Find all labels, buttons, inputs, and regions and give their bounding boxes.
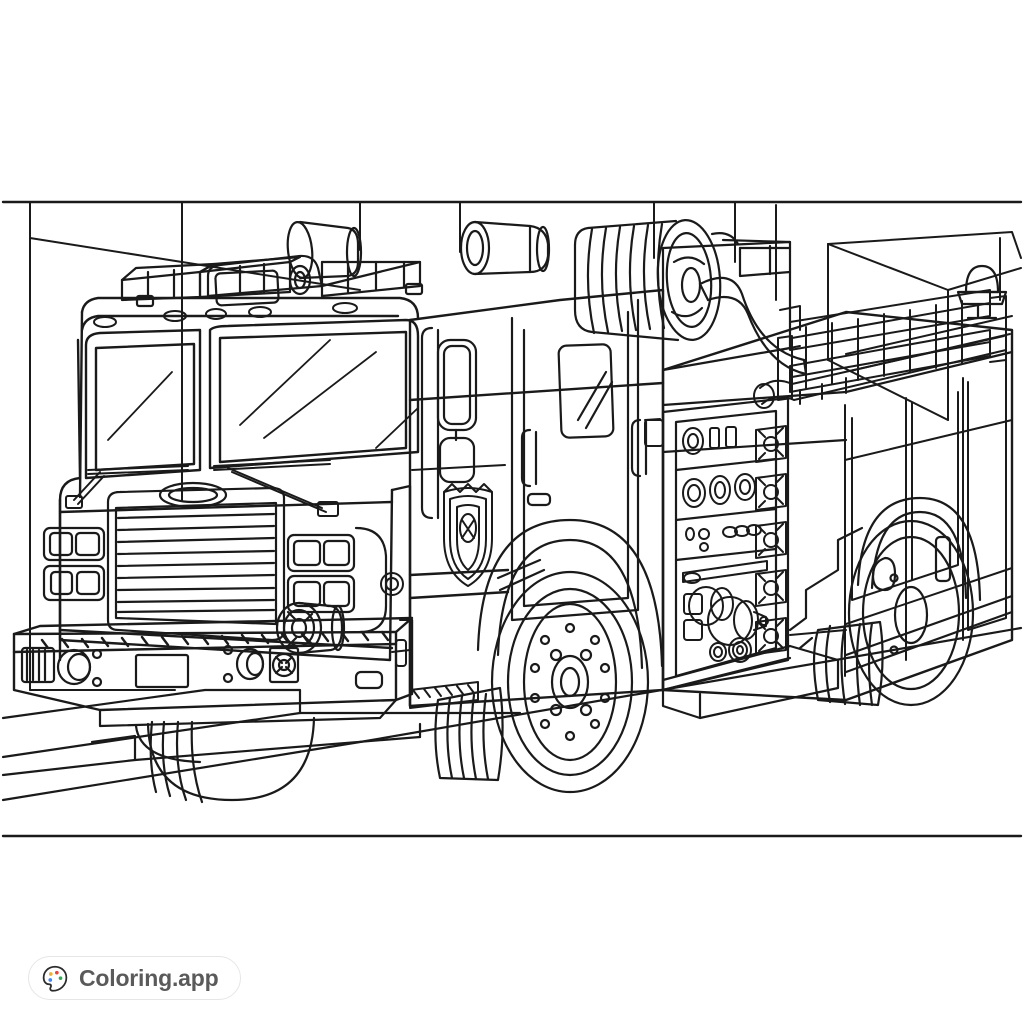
page-frame — [1, 200, 1023, 838]
discharge-outlets — [755, 425, 787, 655]
door-shield-emblem — [443, 483, 493, 587]
cab-front-shell — [58, 296, 420, 662]
roof-siren-speaker — [286, 220, 363, 280]
hood-emblem — [158, 481, 228, 509]
background-building-block — [827, 231, 1022, 421]
cab-side-lines — [411, 418, 664, 471]
front-wheel — [146, 716, 316, 804]
windshield — [84, 318, 420, 480]
headlight-cluster-left — [42, 526, 106, 602]
truck-body-rear — [661, 310, 1014, 702]
mid-wheel — [434, 570, 650, 794]
fender-arch-rear — [788, 496, 982, 650]
running-board-step — [661, 644, 840, 720]
cab-door — [510, 298, 648, 622]
front-tow-hook-reel — [275, 601, 346, 655]
watermark-badge[interactable]: Coloring.app — [28, 956, 242, 1000]
crew-cab-body — [408, 288, 665, 708]
light-bar — [120, 254, 424, 308]
ladder-rack — [777, 289, 1007, 401]
pump-gauges — [682, 426, 756, 508]
headlight-cluster-right — [286, 526, 388, 634]
watermark-label: Coloring.app — [79, 964, 219, 991]
front-chassis — [98, 698, 398, 764]
pump-valve-handles — [682, 524, 769, 663]
side-mirror — [420, 326, 478, 520]
bumper-fittings — [20, 644, 384, 690]
roof-siren-horn-right — [459, 220, 551, 276]
cab-lower-side — [391, 619, 411, 667]
discharge-hose — [698, 232, 808, 376]
cross-lay-pipe — [753, 335, 1007, 409]
fender-arch-front — [476, 518, 664, 670]
hose-reel — [573, 219, 722, 342]
front-corner-marker — [380, 572, 404, 596]
rear-wheel — [812, 519, 975, 707]
ground-plane — [1, 626, 1023, 802]
roof-beacon-light — [956, 264, 1008, 320]
palette-icon — [41, 964, 69, 992]
compartment-doors — [844, 359, 1013, 677]
roof-marker-lamps — [93, 302, 358, 328]
